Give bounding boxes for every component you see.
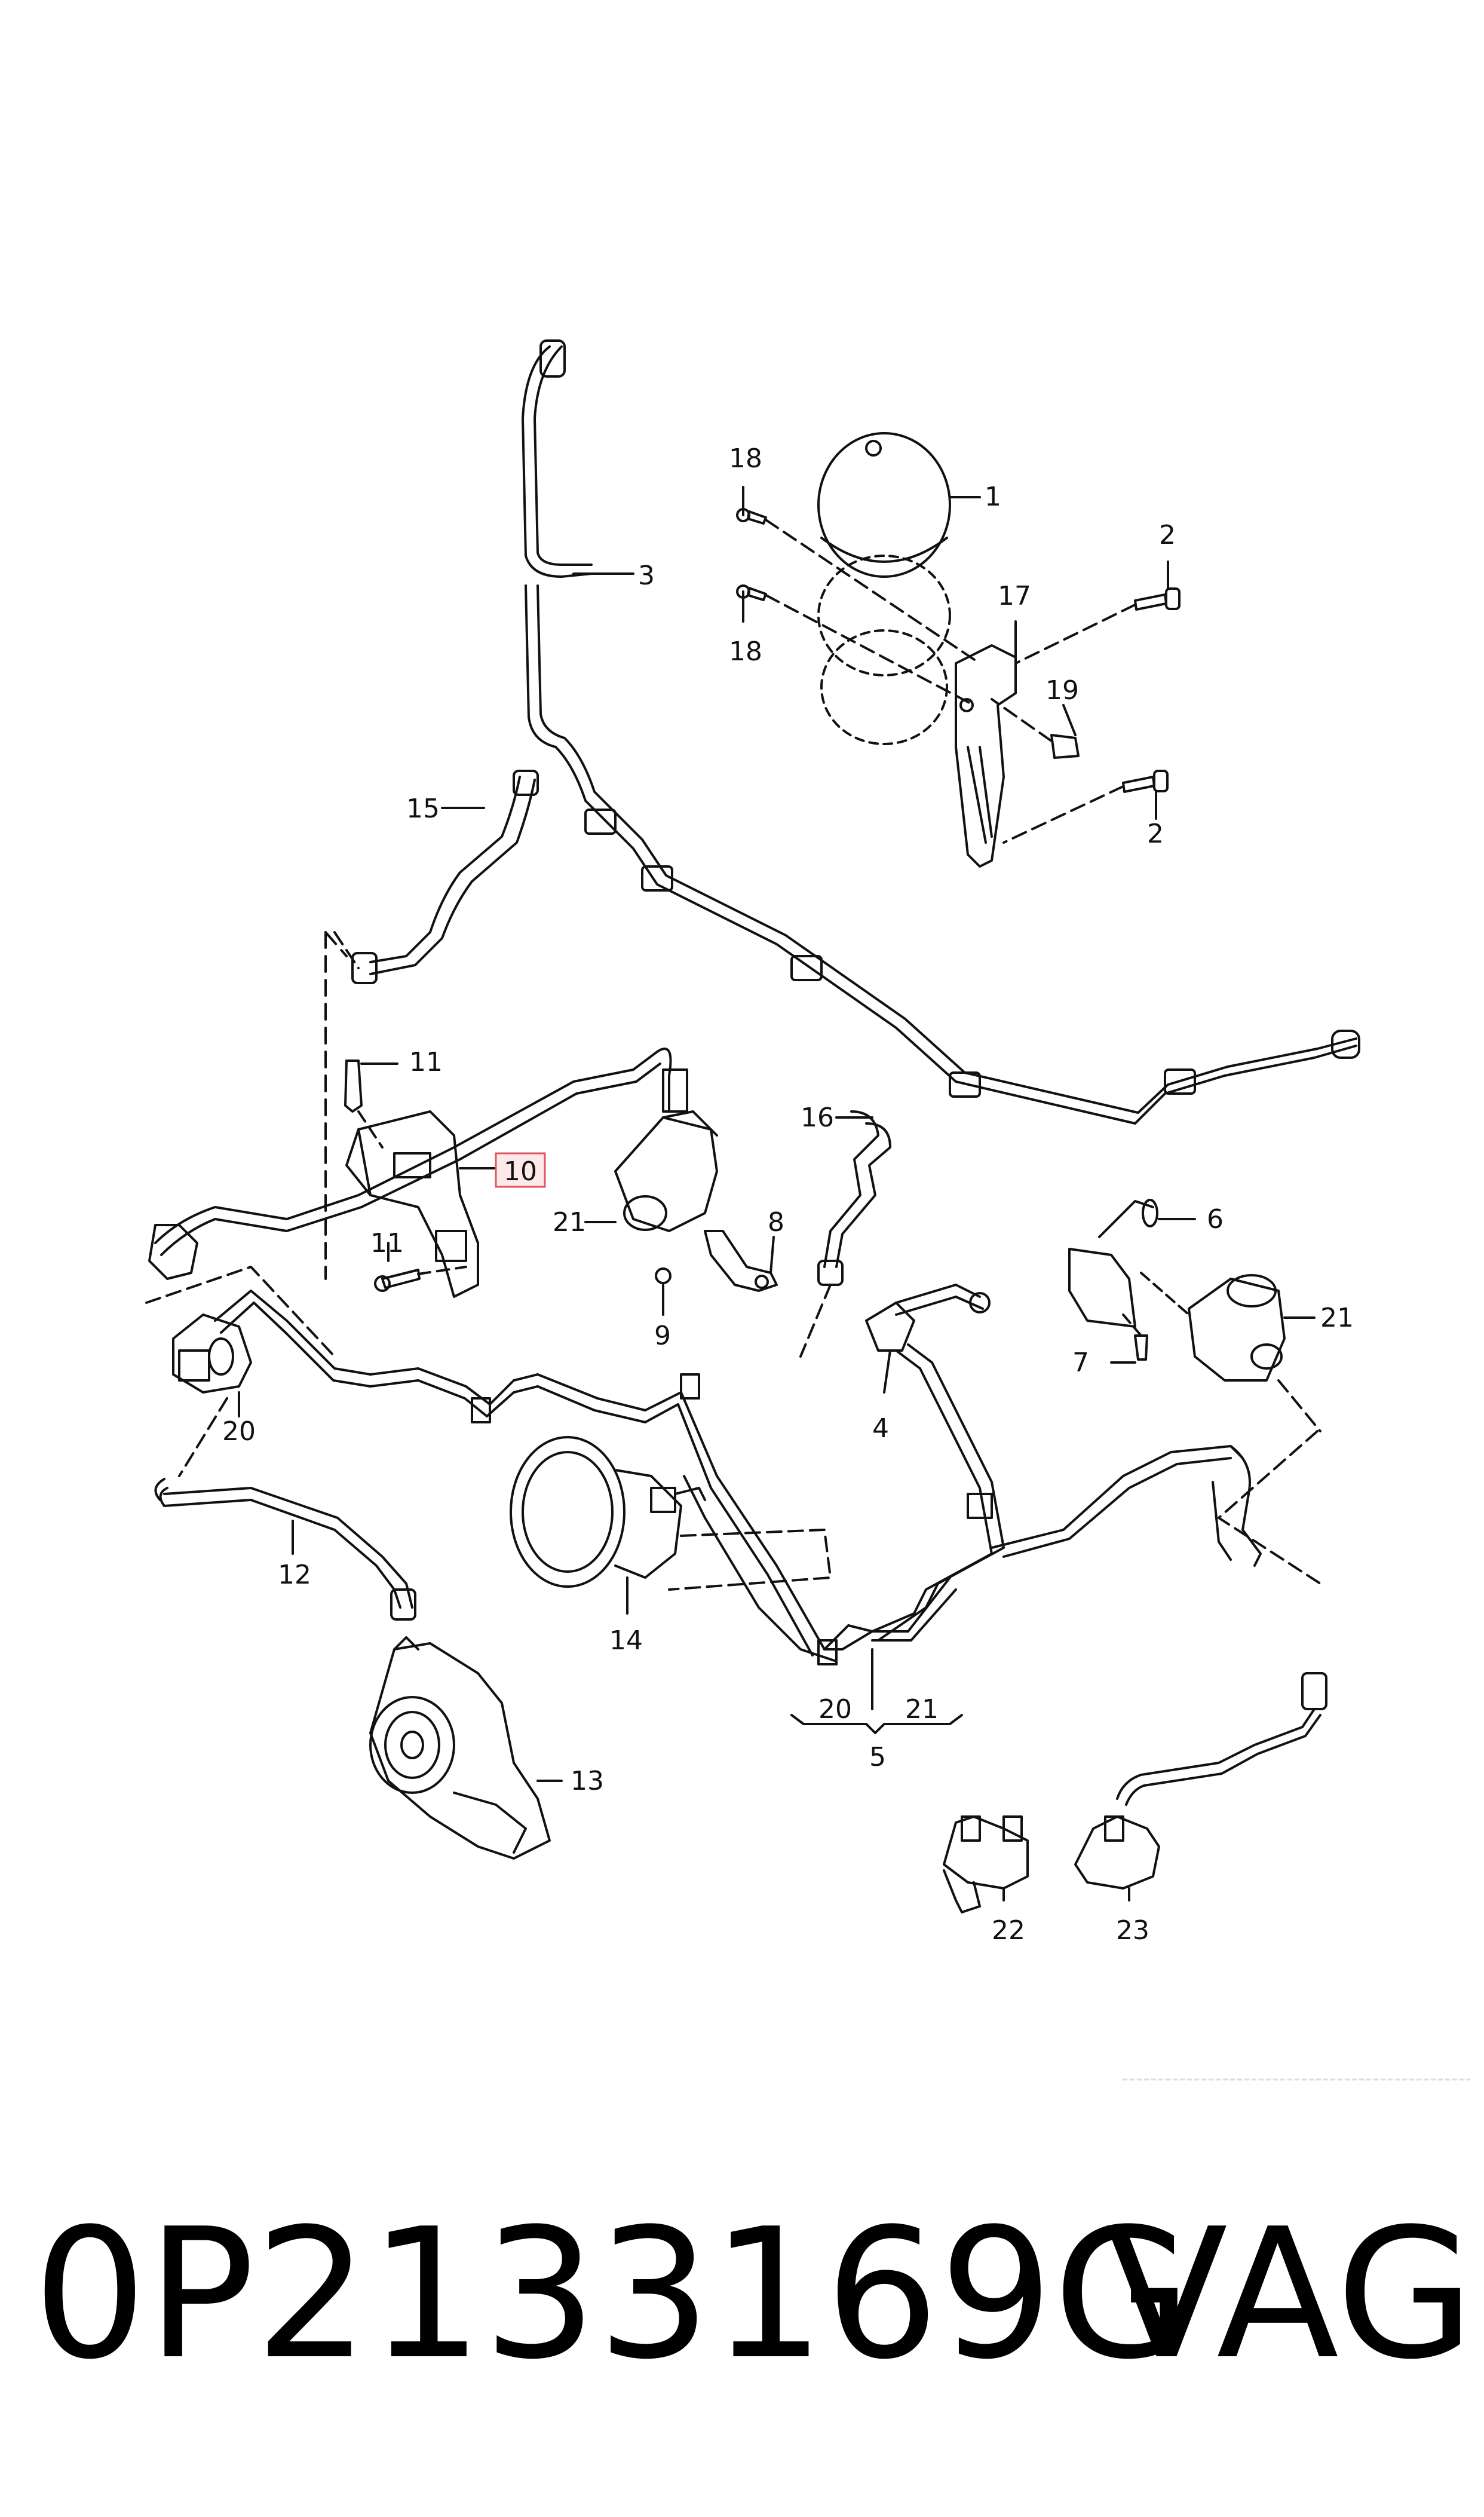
label-part-23: 23 (1116, 1915, 1149, 1946)
label-part-14: 14 (609, 1625, 643, 1656)
label-part-18-lower: 18 (729, 636, 762, 667)
vacuum-pump-14 (510, 1436, 832, 1615)
screw-7 (1110, 1313, 1148, 1364)
clip-19 (991, 698, 1080, 759)
label-part-20-group: 20 (818, 1694, 852, 1725)
harness-center (683, 1475, 957, 1710)
bolt-2-lower (1002, 770, 1169, 844)
bracket-8 (704, 1230, 778, 1292)
part-labels: 1 2 2 3 4 5 6 7 8 9 10 11 11 12 13 14 15… (222, 443, 1354, 1946)
label-part-11-upper: 11 (409, 1047, 443, 1077)
hose-12 (154, 1397, 416, 1621)
clip-4 (865, 1284, 991, 1394)
label-part-7: 7 (1072, 1348, 1089, 1378)
bracket-10 (345, 1110, 497, 1298)
label-part-12: 12 (278, 1560, 311, 1590)
brand-name: VAG (1105, 2190, 1475, 2399)
label-part-8: 8 (768, 1207, 784, 1238)
label-part-10: 10 (504, 1156, 537, 1187)
bracket-17 (955, 620, 1017, 868)
pump-13 (369, 1636, 563, 1860)
screw-18-upper (736, 486, 981, 665)
label-part-9: 9 (654, 1321, 671, 1351)
label-part-20-pump: 20 (222, 1416, 256, 1447)
harness-lower-left (214, 1290, 873, 1656)
screw-11-lower (374, 1242, 467, 1292)
label-part-6: 6 (1207, 1204, 1224, 1235)
valve-23 (1074, 1672, 1327, 1901)
label-part-22: 22 (992, 1915, 1025, 1946)
label-part-21-right: 21 (1320, 1303, 1354, 1333)
highlight-box-10 (495, 1152, 546, 1188)
reservoir-sphere (817, 432, 981, 745)
label-part-16: 16 (801, 1103, 834, 1133)
label-part-17: 17 (998, 581, 1031, 611)
label-part-21-group: 21 (905, 1694, 939, 1725)
label-part-21-middle: 21 (553, 1207, 586, 1238)
label-part-2-lower: 2 (1147, 819, 1164, 849)
bracket-6 (1068, 1199, 1196, 1328)
label-part-5: 5 (869, 1742, 886, 1772)
harness-right (871, 1343, 1322, 1642)
label-part-11-lower: 11 (370, 1228, 404, 1258)
screw-11-upper (344, 1060, 398, 1149)
label-part-15: 15 (406, 794, 440, 824)
sensor-21-middle (584, 1110, 718, 1232)
hose-15 (333, 770, 539, 984)
label-part-1: 1 (985, 482, 1001, 512)
label-part-4: 4 (872, 1413, 889, 1444)
screw-18-lower (736, 584, 975, 706)
valve-22 (943, 1815, 1029, 1913)
pump-20-left (145, 1266, 336, 1417)
harness-upper-left (148, 1048, 688, 1280)
label-part-19: 19 (1045, 675, 1079, 706)
label-part-2-upper: 2 (1159, 520, 1176, 550)
parts-diagram: 1 2 2 3 4 5 6 7 8 9 10 11 11 12 13 14 15… (145, 339, 1471, 2081)
hose-16 (799, 1110, 891, 1358)
footer: 0P2133169G VAG (0, 2175, 1484, 2414)
group-bracket-5 (790, 1714, 963, 1734)
bolt-2-upper (1014, 561, 1181, 665)
nut-9 (655, 1267, 672, 1316)
label-part-13: 13 (571, 1766, 604, 1796)
line-3 (522, 339, 1360, 1125)
part-number: 0P2133169G (33, 2190, 1192, 2399)
sensor-21-right (1140, 1272, 1316, 1382)
label-part-3: 3 (638, 561, 655, 591)
label-part-18-upper: 18 (729, 443, 762, 474)
